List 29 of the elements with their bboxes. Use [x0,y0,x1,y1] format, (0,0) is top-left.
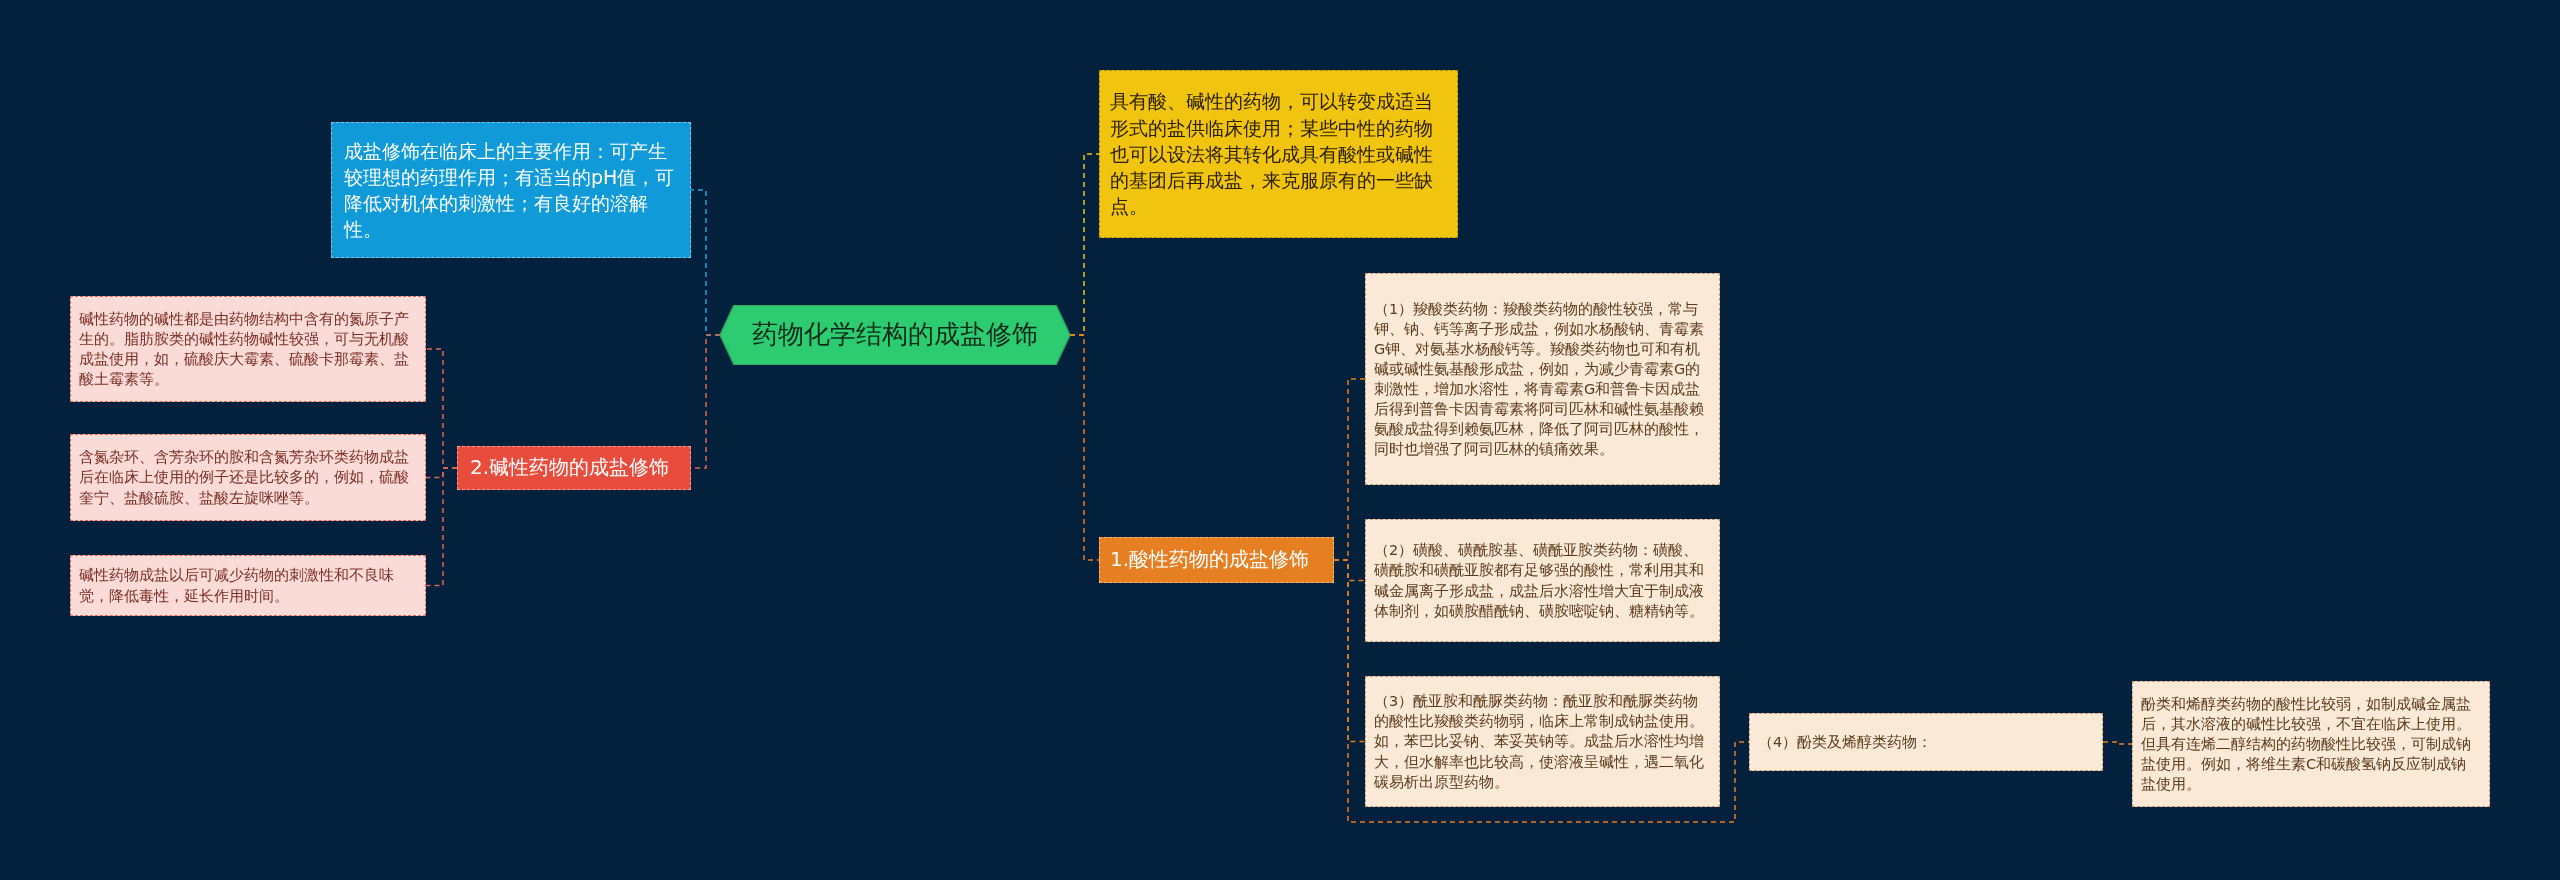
note-text: （3）酰亚胺和酰脲类药物：酰亚胺和酰脲类药物的酸性比羧酸类药物弱，临床上常制成钠盐使用。如，苯巴比妥钠、苯妥英钠等。成盐后水溶性均增大，但水解率也比较高，使溶液呈碱性，遇二氧化碳易析出原型药物。 [1374,692,1705,792]
note-card [1365,273,1720,485]
central-topic-hexagon [720,305,1070,365]
note-card [70,434,426,521]
note-card [70,555,426,616]
branch-topic-box [1099,537,1334,583]
note-card [1749,713,2103,771]
topic-label: 1.酸性药物的成盐修饰 [1110,546,1310,574]
note-card [2132,681,2490,807]
note-text: （1）羧酸类药物：羧酸类药物的酸性较强，常与钾、钠、钙等离子形成盐，例如水杨酸钠、青霉素G钾、对氨基水杨酸钙等。羧酸类药物也可和有机碱或碱性氨基酸形成盐，例如，为减少青霉素G的刺激性，增加水溶性，将青霉素G和普鲁卡因成盐后得到普鲁卡因青霉素将阿司匹林和碱性氨基酸赖氨酸成盐得到赖氨匹林，降低了阿司匹林的酸性，同时也增强了阿司匹林的镇痛效果。 [1374,299,1705,460]
topic-label: 2.碱性药物的成盐修饰 [470,454,670,482]
topic-label: 药物化学结构的成盐修饰 [752,318,1038,352]
connector-line [1069,334,1100,561]
topic-card [331,122,691,258]
note-card [1365,519,1720,642]
note-text: 具有酸、碱性的药物，可以转变成适当形式的盐供临床使用；某些中性的药物也可以设法将其转化成具有酸性或碱性的基团后再成盐，来克服原有的一些缺点。 [1110,89,1434,220]
note-card [1365,676,1720,807]
note-text: 碱性药物成盐以后可减少药物的刺激性和不良味觉，降低毒性，延长作用时间。 [79,566,395,606]
connector-line [2102,741,2133,745]
note-text: 酚类和烯醇类药物的酸性比较弱，如制成碱金属盐后，其水溶液的碱性比较强，不宜在临床上使用。但具有连烯二醇结构的药物酸性比较强，可制成钠盐使用。例如，将维生素C和碳酸氢钠反应制成钠盐使用。 [2141,694,2472,794]
note-card [70,296,426,402]
note-text: 成盐修饰在临床上的主要作用：可产生较理想的药理作用；有适当的pH值，可降低对机体的刺激性；有良好的溶解性。 [344,138,676,243]
note-text: （2）磺酸、磺酰胺基、磺酰亚胺类药物：磺酸、磺酰胺和磺酰亚胺都有足够强的酸性，常利用其和碱金属离子形成盐，成盐后水溶性增大宜于制成液体制剂，如磺胺醋酰钠、磺胺嘧啶钠、糖精钠等。 [1374,541,1705,621]
branch-topic-box [457,446,691,490]
topic-card [1099,70,1458,238]
note-text: 碱性药物的碱性都是由药物结构中含有的氮原子产生的。脂肪胺类的碱性药物碱性较强，可与无机酸成盐使用，如，硫酸庆大霉素、硫酸卡那霉素、盐酸土霉素等。 [79,309,410,389]
connector-line [425,467,458,587]
note-text: 含氮杂环、含芳杂环的胺和含氮芳杂环类药物成盐后在临床上使用的例子还是比较多的，例如，硫酸奎宁、盐酸硫胺、盐酸左旋咪唑等。 [79,448,410,508]
note-text: （4）酚类及烯醇类药物： [1758,733,1933,752]
